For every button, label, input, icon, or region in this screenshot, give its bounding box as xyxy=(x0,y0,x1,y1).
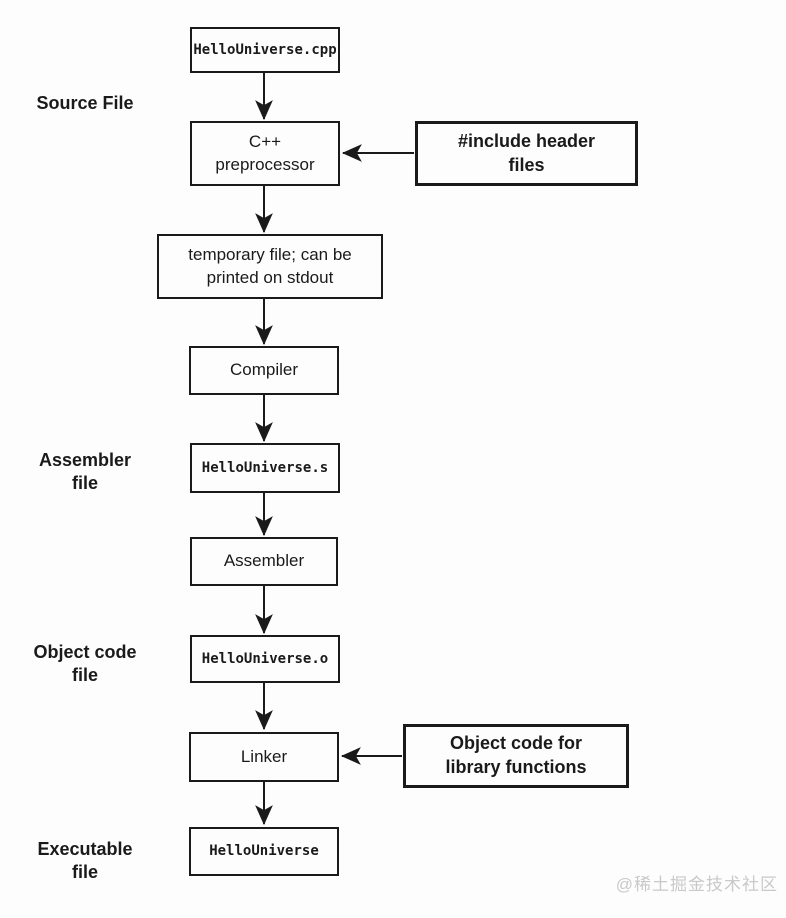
node-tempfile-label: temporary file; can be printed on stdout xyxy=(188,245,352,287)
node-assembly-file-label: HelloUniverse.s xyxy=(201,459,329,476)
stage-label-assembler-file: Assembler file xyxy=(38,450,132,494)
note-library-object-label: Object code for library functions xyxy=(445,733,587,777)
node-compiler-label: Compiler xyxy=(229,360,299,380)
node-assembler-box: Assembler xyxy=(190,537,338,586)
node-linker-label: Linker xyxy=(240,746,288,766)
node-preprocessor-label: C++ preprocessor xyxy=(215,132,315,174)
stage-label-source-file: Source File xyxy=(36,93,134,113)
watermark-text: @稀土掘金技术社区 xyxy=(615,875,778,894)
node-object-file-box: HelloUniverse.o xyxy=(190,635,340,683)
node-preprocessor-box: C++ preprocessor xyxy=(190,121,340,186)
node-assembler-label: Assembler xyxy=(223,551,305,571)
node-executable-label: HelloUniverse xyxy=(209,843,319,860)
node-linker-box: Linker xyxy=(189,732,339,782)
note-include-headers-label: #include header files xyxy=(457,130,596,175)
stage-label-object-code-file: Object code file xyxy=(33,642,137,686)
node-executable-box: HelloUniverse xyxy=(189,827,339,876)
note-include-headers-box: #include header files xyxy=(415,121,638,186)
stage-label-executable-file: Executable file xyxy=(37,839,133,883)
note-library-object-box: Object code for library functions xyxy=(403,724,629,788)
node-compiler-box: Compiler xyxy=(189,346,339,395)
node-source-cpp-label: HelloUniverse.cpp xyxy=(193,41,337,58)
node-source-cpp-box: HelloUniverse.cpp xyxy=(190,27,340,73)
node-object-file-label: HelloUniverse.o xyxy=(201,650,329,667)
node-assembly-file-box: HelloUniverse.s xyxy=(190,443,340,493)
node-tempfile-box: temporary file; can be printed on stdout xyxy=(157,234,383,299)
